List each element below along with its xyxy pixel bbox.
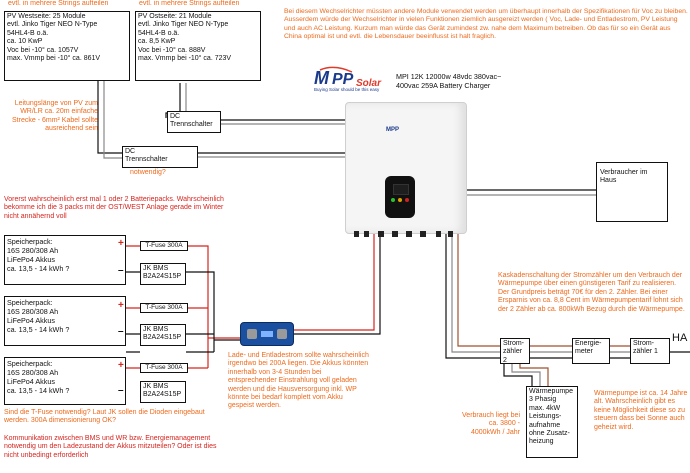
pv-west-box: PV Westseite: 25 Module evtl. Jinko Tige…: [4, 11, 130, 81]
inverter-device: MPP: [345, 102, 467, 237]
energy-meter-label: Energie- meter: [575, 340, 602, 356]
heatpump-note: Wärmepumpe ist ca. 14 Jahre alt. Wahrsch…: [594, 390, 688, 431]
inverter-note: Bei diesem Wechselrichter müssten andere…: [284, 8, 688, 41]
jk-bms-label: JK BMS B2A24S15P: [143, 265, 182, 281]
consumer-box: Verbraucher im Haus: [596, 162, 668, 222]
meter-1: Strom- zähler 1: [630, 338, 670, 364]
terminal-right-icon: [277, 329, 287, 339]
consumption-note: Verbrauch liegt bei ca. 3800 - 4000kWh /…: [462, 412, 520, 436]
warning-led-icon: [398, 198, 402, 202]
connector-row-icon: [354, 231, 453, 237]
dc-switch-2-note: notwendig?: [130, 169, 166, 176]
jk-bms-label: JK BMS B2A24S15P: [143, 383, 182, 399]
pv-east-box: PV Ostseite: 21 Module evtl. Jinko Tiger…: [135, 11, 261, 81]
battery-pack-text: Speicherpack: 16S 280/308 Ah LiFePo4 Akk…: [7, 237, 70, 273]
battery-note: Vorerst wahrscheinlich erst mal 1 oder 2…: [4, 196, 224, 220]
brand-tagline: Buying Solar should be this easy: [314, 87, 380, 92]
terminal-left-icon: [247, 329, 257, 339]
svg-text:M: M: [314, 68, 330, 88]
inverter-display: [385, 176, 415, 218]
dc-switch-2-label: DC Trennschalter: [125, 148, 168, 164]
grid-connection-label: HA: [672, 332, 688, 344]
jk-bms: JK BMS B2A24S15P: [140, 381, 186, 403]
jk-bms-label: JK BMS B2A24S15P: [143, 326, 182, 342]
battery-plus-sign: +: [118, 238, 124, 249]
consumer-label: Verbraucher im Haus: [600, 169, 648, 185]
svg-text:Solar: Solar: [356, 78, 382, 89]
battery-minus-sign: –: [118, 385, 124, 396]
battery-pack-text: Speicherpack: 16S 280/308 Ah LiFePo4 Akk…: [7, 298, 70, 334]
device-label-icon: [261, 331, 273, 337]
fuse-question: Sind die T-Fuse notwendig? Laut JK solle…: [4, 409, 205, 425]
meter-2-label: Strom- zähler 2: [503, 340, 524, 364]
meter-1-label: Strom- zähler 1: [633, 340, 658, 356]
inverter-screen: [393, 184, 409, 195]
fault-led-icon: [405, 198, 409, 202]
t-fuse: T-Fuse 300A: [140, 363, 188, 373]
heatpump-text: Wärmepumpe 3 Phasig max. 4kW Leistungs- …: [529, 388, 573, 446]
inverter-connectors: [348, 225, 464, 237]
battery-minus-sign: –: [118, 265, 124, 276]
battery-minus-sign: –: [118, 326, 124, 337]
dc-switch-1-label: DC Trennschalter: [170, 113, 213, 129]
dc-switch-1: DC Trennschalter: [167, 111, 221, 133]
inverter-device-logo: MPP: [386, 127, 400, 133]
t-fuse: T-Fuse 300A: [140, 241, 188, 251]
battery-pack-3: Speicherpack: 16S 280/308 Ah LiFePo4 Akk…: [4, 357, 126, 405]
meter-2: Strom- zähler 2: [500, 338, 530, 364]
pv-east-hint: evtl. in mehrere Strings aufteilen: [139, 0, 240, 7]
svg-text:PP: PP: [332, 71, 354, 88]
jk-bms: JK BMS B2A24S15P: [140, 324, 186, 346]
pv-west-hint: evtl. in mehrere Strings aufteilen: [8, 0, 109, 7]
battery-plus-sign: +: [118, 360, 124, 371]
heatpump-box: Wärmepumpe 3 Phasig max. 4kW Leistungs- …: [526, 386, 578, 458]
battery-plus-sign: +: [118, 300, 124, 311]
jk-bms: JK BMS B2A24S15P: [140, 263, 186, 285]
pv-east-text: PV Ostseite: 21 Module evtl. Jinko Tiger…: [138, 13, 232, 63]
energy-meter: Energie- meter: [572, 338, 610, 364]
cascade-note: Kaskadenschaltung der Stromzähler um den…: [498, 272, 685, 313]
battery-monitor-device: [240, 322, 294, 346]
inverter-model: MPI 12K 12000w 48vdc 380vac~ 400vac 259A…: [396, 72, 502, 90]
charge-note: Lade- und Entladestrom sollte wahrschein…: [228, 352, 369, 410]
comm-note: Kommunikation zwischen BMS und WR bzw. E…: [4, 435, 217, 459]
dc-switch-2: DC Trennschalter: [122, 146, 198, 168]
t-fuse: T-Fuse 300A: [140, 303, 188, 313]
mpp-solar-logo: M PP Solar: [312, 66, 392, 92]
pv-west-text: PV Westseite: 25 Module evtl. Jinko Tige…: [7, 13, 101, 63]
battery-pack-2: Speicherpack: 16S 280/308 Ah LiFePo4 Akk…: [4, 296, 126, 346]
mpp-solar-logo-icon: M PP Solar: [314, 66, 382, 89]
status-led-icon: [391, 198, 395, 202]
cable-note: Leitungslänge von PV zum WR/LR ca. 20m e…: [12, 100, 98, 133]
battery-pack-1: Speicherpack: 16S 280/308 Ah LiFePo4 Akk…: [4, 235, 126, 285]
battery-pack-text: Speicherpack: 16S 280/308 Ah LiFePo4 Akk…: [7, 359, 70, 395]
